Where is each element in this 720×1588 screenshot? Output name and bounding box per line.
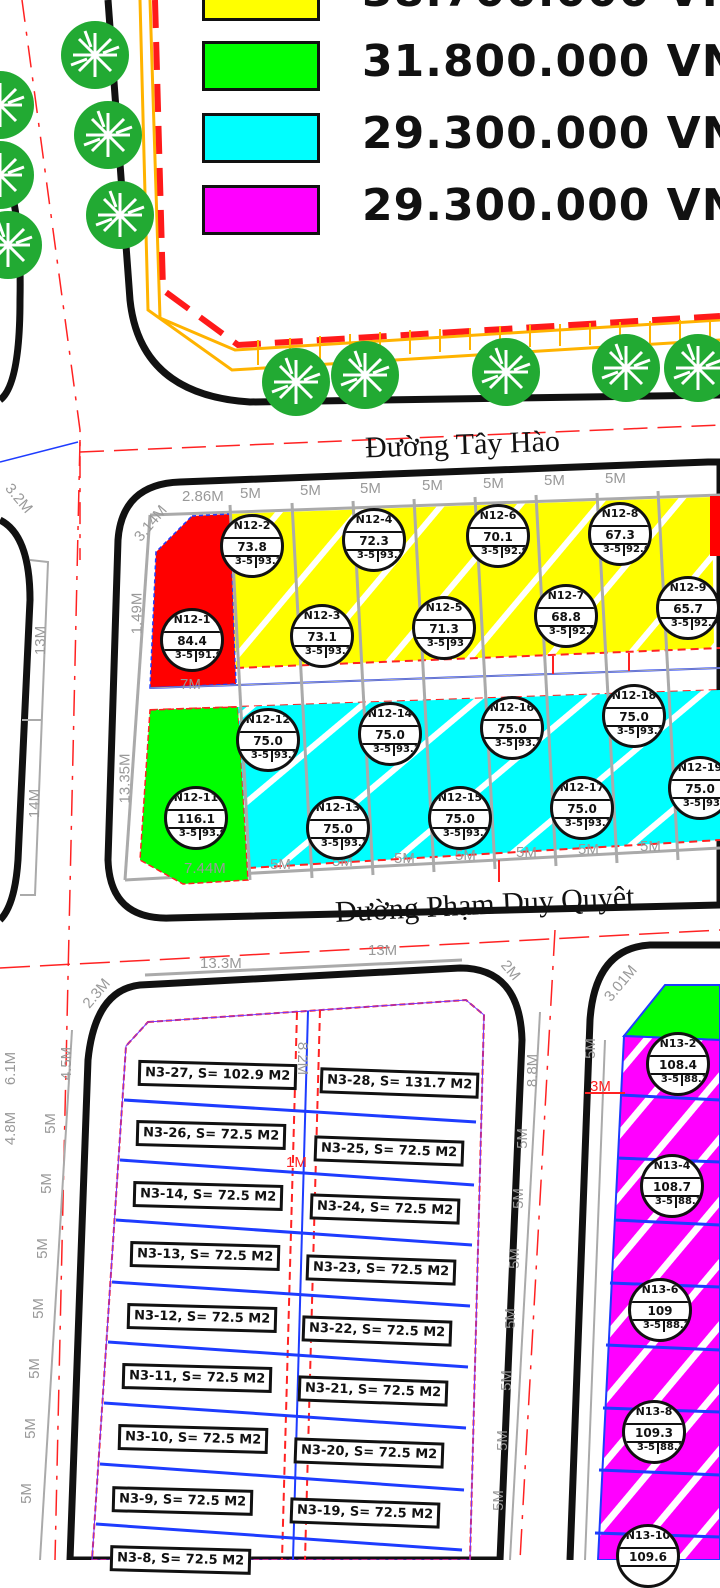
lot-label-n3-11[interactable]: N3-11, S= 72.5 M2 [121,1363,273,1393]
dim-label: 5M [360,480,381,497]
dim-label: 5M [300,482,321,499]
dim-label: 1M [286,1154,307,1171]
dim-label: 5M [422,477,443,494]
dim-label: 5M [501,1308,519,1329]
dim-label: 4.5M [58,1046,76,1081]
dim-label: 5M [493,1430,511,1451]
dim-label: 5M [489,1490,507,1511]
road-name-tay-hao: Đường Tây Hào [364,424,561,465]
dim-label: 5M [578,841,599,858]
dim-label: 5M [17,1483,35,1504]
dim-label: 13M [368,942,398,959]
dim-label: 5M [605,470,626,487]
lot-label-n3-26[interactable]: N3-26, S= 72.5 M2 [135,1120,287,1150]
dim-label: 5M [505,1248,523,1269]
lot-label-n3-13[interactable]: N3-13, S= 72.5 M2 [129,1241,281,1271]
lot-label-n3-14[interactable]: N3-14, S= 72.5 M2 [132,1181,284,1211]
dim-label: 5M [544,472,565,489]
dim-label: 5M [270,856,291,873]
dim-label: 13.3M [200,955,242,972]
legend-swatch-green [202,41,320,91]
legend-label: 29.300.000 VNĐ [362,108,720,159]
lot-label-n3-27[interactable]: N3-27, S= 102.9 M2 [137,1059,298,1091]
dim-label: 5M [240,485,261,502]
dim-label: 7M [180,676,201,693]
dim-label: 1.49M [128,592,146,635]
legend-label: 31.800.000 VNĐ [362,36,720,87]
lot-label-n3-23[interactable]: N3-23, S= 72.5 M2 [305,1254,457,1286]
dim-label: 5M [25,1358,43,1379]
dim-label: 5M [581,1038,599,1059]
dim-label: 4.8M [2,1111,20,1146]
dim-label: 5M [516,844,537,861]
dim-label: 5M [37,1173,55,1194]
lot-label-n3-24[interactable]: N3-24, S= 72.5 M2 [309,1193,461,1225]
legend-item-magenta: 29.300.000 VNĐ [202,180,720,236]
lot-label-n3-20[interactable]: N3-20, S= 72.5 M2 [293,1437,445,1469]
dim-label: 5M [41,1113,59,1134]
dim-label: 5M [21,1418,39,1439]
dim-label: 5M [29,1298,47,1319]
lot-label-n3-12[interactable]: N3-12, S= 72.5 M2 [126,1303,278,1333]
lot-label-n3-25[interactable]: N3-25, S= 72.5 M2 [313,1135,465,1167]
dim-label: 6.1M [2,1051,20,1086]
legend-swatch-magenta [202,185,320,235]
dim-label: 5M [394,850,415,867]
legend-item-cyan: 29.300.000 VNĐ [202,108,720,164]
legend-item-green: 31.800.000 VNĐ [202,36,720,92]
dim-label: 5M [640,838,661,855]
dim-label: 13M [32,625,50,656]
dim-label: 13.35M [116,753,134,804]
lot-label-n3-28[interactable]: N3-28, S= 131.7 M2 [319,1067,480,1099]
block-n3 [39,958,541,1560]
dim-label: 5M [509,1188,527,1209]
lot-label-n3-9[interactable]: N3-9, S= 72.5 M2 [111,1486,254,1516]
lot-label-n3-19[interactable]: N3-19, S= 72.5 M2 [289,1497,441,1529]
dim-label: 5M [497,1370,515,1391]
legend-item-yellow: 38.700.000 VNĐ [202,0,720,22]
lot-label-n3-10[interactable]: N3-10, S= 72.5 M2 [117,1424,269,1454]
lot-label-n3-22[interactable]: N3-22, S= 72.5 M2 [301,1315,453,1347]
dim-label: 7.44M [184,860,226,877]
dim-label: 8.8M [524,1053,542,1088]
legend-swatch-cyan [202,113,320,163]
dim-label: 5M [513,1128,531,1149]
dim-label: 3M [590,1078,611,1095]
dim-label: 5M [33,1238,51,1259]
legend-swatch-yellow [202,0,320,21]
legend-label: 38.700.000 VNĐ [362,0,720,17]
dim-label: 14M [26,788,44,819]
legend-label: 29.300.000 VNĐ [362,180,720,231]
lot-label-n3-21[interactable]: N3-21, S= 72.5 M2 [297,1375,449,1407]
lot-label-n3-8[interactable]: N3-8, S= 72.5 M2 [109,1545,252,1575]
dim-label: 5M [483,475,504,492]
dim-label: 5M [455,847,476,864]
dim-label: 2.86M [182,488,224,505]
